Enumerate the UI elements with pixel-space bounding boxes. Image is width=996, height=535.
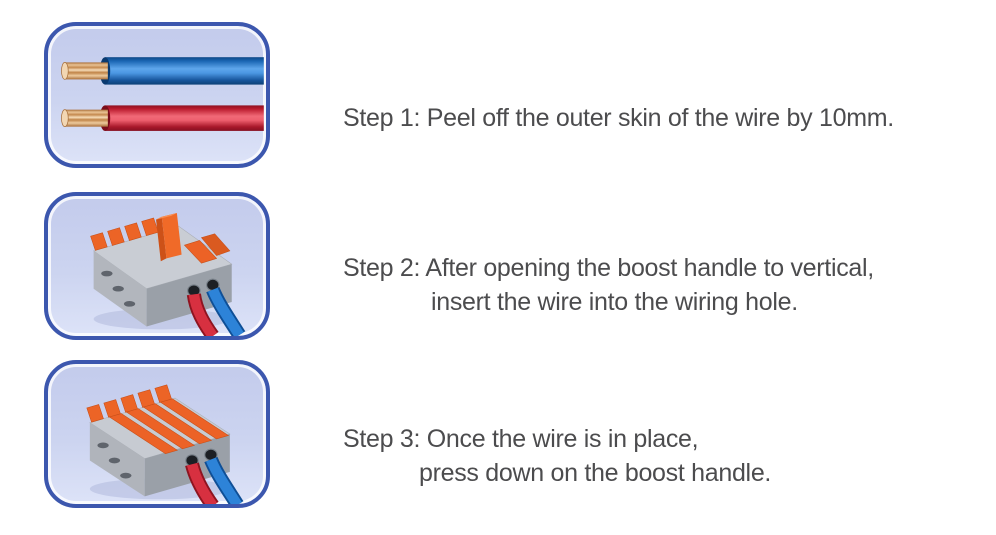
step-caption-line: press down on the boost handle.: [419, 459, 772, 487]
step-caption-line: Step 2: After opening the boost handle t…: [343, 254, 874, 282]
step-2-caption: Step 2: After opening the boost handle t…: [343, 251, 874, 319]
connector-open-illustration: [90, 213, 246, 336]
connector-closed-illustration: [86, 384, 244, 504]
stripped-wires-illustration: [61, 57, 264, 131]
step-1-image-panel: [44, 22, 270, 168]
step-3-caption: Step 3: Once the wire is in place, press…: [343, 422, 771, 490]
step-3-image-panel: [44, 360, 270, 508]
step-caption-line: insert the wire into the wiring hole.: [431, 288, 798, 316]
step-caption-line: Step 3: Once the wire is in place,: [343, 425, 699, 453]
step-2-image-panel: [44, 192, 270, 340]
step-caption-line: Step 1: Peel off the outer skin of the w…: [343, 104, 894, 132]
step-1-caption: Step 1: Peel off the outer skin of the w…: [343, 101, 894, 135]
